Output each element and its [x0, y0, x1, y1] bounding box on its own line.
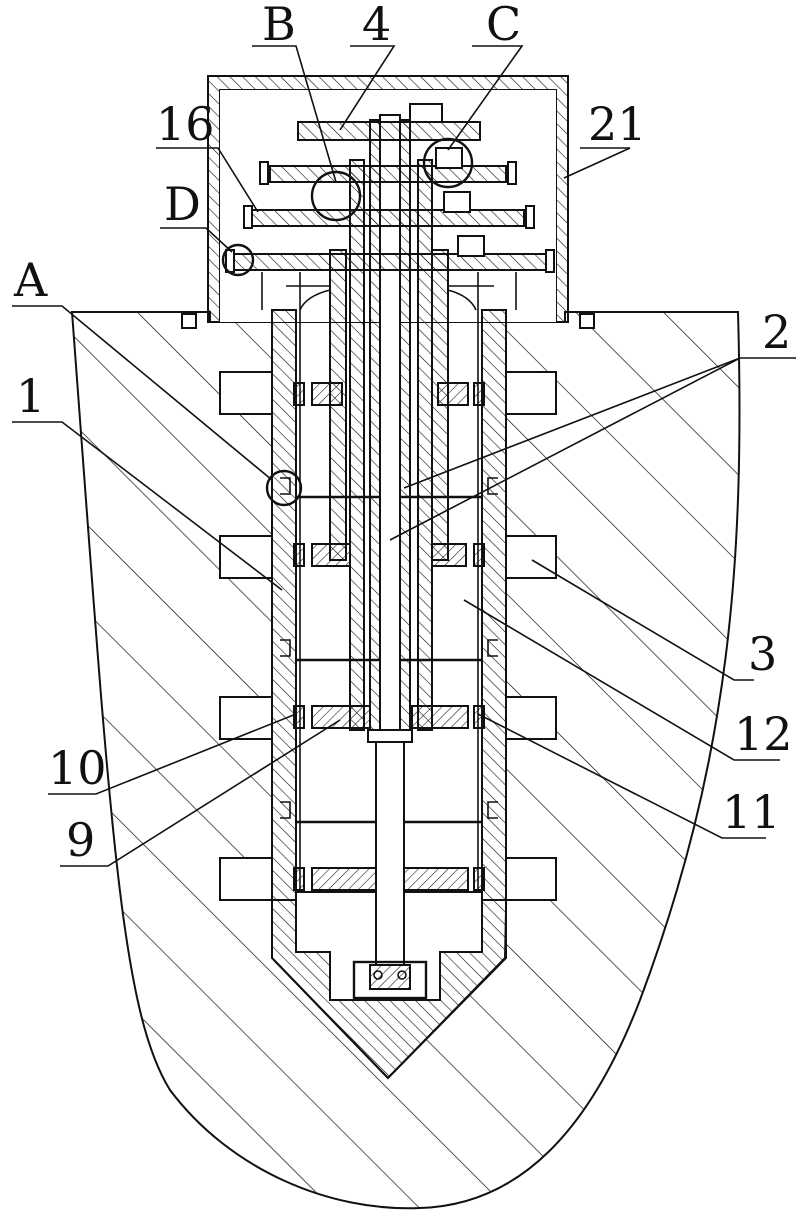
label-C: C — [486, 0, 521, 51]
label-2: 2 — [762, 305, 791, 359]
label-A: A — [13, 253, 48, 307]
label-21: 21 — [588, 97, 647, 151]
base-bolt-right — [580, 314, 594, 328]
label-11: 11 — [722, 785, 781, 839]
label-B: B — [262, 0, 296, 51]
label-12: 12 — [734, 707, 793, 761]
base-bolt-left — [182, 314, 196, 328]
label-D: D — [164, 177, 201, 231]
label-1: 1 — [16, 369, 45, 423]
label-4: 4 — [362, 0, 391, 51]
label-10: 10 — [48, 741, 107, 795]
label-16: 16 — [156, 97, 215, 151]
label-3: 3 — [748, 627, 777, 681]
label-9: 9 — [66, 813, 95, 867]
